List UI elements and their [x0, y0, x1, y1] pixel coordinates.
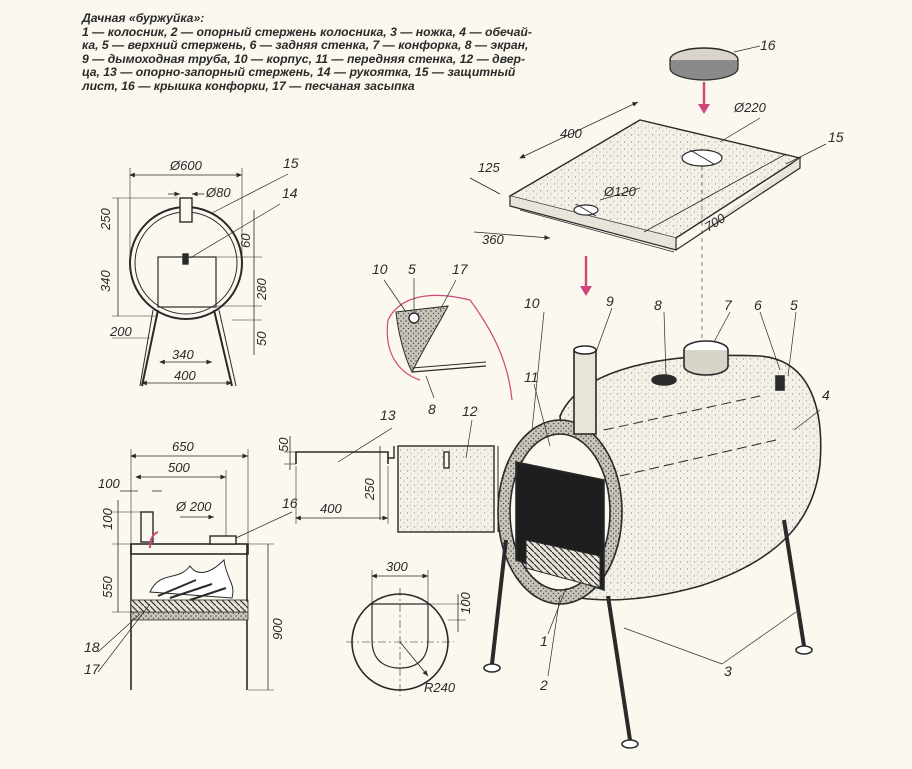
stove-callout-8: 8	[654, 297, 662, 313]
shield-callout-16: 16	[760, 37, 776, 53]
shield-callout-15: 15	[828, 129, 844, 145]
down-arrow-head-icon	[580, 286, 592, 296]
door-dim-50: 50	[276, 437, 291, 452]
dim-200: 200	[109, 324, 132, 339]
door-dim-250: 250	[362, 478, 377, 501]
shield-dim-125: 125	[478, 160, 500, 175]
dim-100-side: 100	[100, 508, 115, 530]
callout-15: 15	[283, 155, 299, 171]
dim-340-vertical: 340	[98, 270, 113, 292]
dim-d200: Ø 200	[175, 499, 212, 514]
dim-250: 250	[98, 208, 113, 231]
down-arrow-head-icon	[698, 104, 710, 114]
stove-callout-10: 10	[524, 295, 540, 311]
dim-d80: Ø80	[205, 185, 231, 200]
shield-view	[469, 45, 827, 348]
front-wall-view	[346, 570, 466, 696]
stove-isometric	[483, 307, 822, 749]
callout-18: 18	[84, 639, 100, 655]
dim-50: 50	[254, 331, 269, 346]
dim-340-horizontal: 340	[172, 347, 194, 362]
stove-callout-6: 6	[754, 297, 762, 313]
dim-550: 550	[100, 576, 115, 598]
stove-callout-3: 3	[724, 663, 732, 679]
detail-callout-17: 17	[452, 261, 469, 277]
dim-900: 900	[270, 618, 285, 640]
dim-500: 500	[168, 460, 190, 475]
caption-line: 1 — колосник, 2 — опорный стержень колос…	[82, 24, 532, 39]
detail-callout-5: 5	[408, 261, 416, 277]
shield-dim-d220: Ø220	[733, 100, 767, 115]
door-dim-400: 400	[320, 501, 342, 516]
caption-line: лист, 16 — крышка конфорки, 17 — песчана…	[82, 78, 415, 93]
stove-callout-4: 4	[822, 387, 830, 403]
dim-650: 650	[172, 439, 194, 454]
stove-callout-2: 2	[539, 677, 548, 693]
smoke-arrow-icon	[149, 531, 159, 549]
callout-16: 16	[282, 495, 298, 511]
door-callout-12: 12	[462, 403, 478, 419]
door-view	[284, 419, 499, 533]
stove-callout-1: 1	[540, 633, 548, 649]
stove-callout-9: 9	[606, 293, 614, 309]
caption-line: ца, 13 — опорно-запорный стержень, 14 — …	[82, 65, 516, 80]
detail-callout-8: 8	[428, 401, 436, 417]
detail-callout-10: 10	[372, 261, 388, 277]
dim-280: 280	[254, 278, 269, 301]
callout-14: 14	[282, 185, 298, 201]
wall-dim-100: 100	[458, 592, 473, 614]
wall-dim-300: 300	[386, 559, 408, 574]
stove-callout-7: 7	[724, 297, 733, 313]
door-callout-13: 13	[380, 407, 396, 423]
stove-callout-11: 11	[524, 369, 539, 385]
dim-d600: Ø600	[169, 158, 203, 173]
caption-line: ка, 5 — верхний стержень, 6 — задняя сте…	[82, 38, 529, 53]
dim-60: 60	[238, 233, 253, 248]
callout-17: 17	[84, 661, 101, 677]
shield-dim-360: 360	[482, 232, 504, 247]
stove-callout-5: 5	[790, 297, 798, 313]
front-view	[112, 168, 289, 387]
wall-dim-r240: R240	[424, 680, 456, 695]
caption-block: Дачная «буржуйка»: 1 — колосник, 2 — опо…	[82, 11, 602, 94]
shield-dim-d120: Ø120	[603, 184, 637, 199]
detail-view	[383, 278, 513, 401]
shield-dim-400: 400	[560, 126, 582, 141]
dim-100-top: 100	[98, 476, 120, 491]
side-section-view	[97, 449, 293, 691]
dim-400: 400	[174, 368, 196, 383]
caption-title: Дачная «буржуйка»:	[82, 11, 205, 25]
caption-line: 9 — дымоходная труба, 10 — корпус, 11 — …	[82, 51, 526, 66]
